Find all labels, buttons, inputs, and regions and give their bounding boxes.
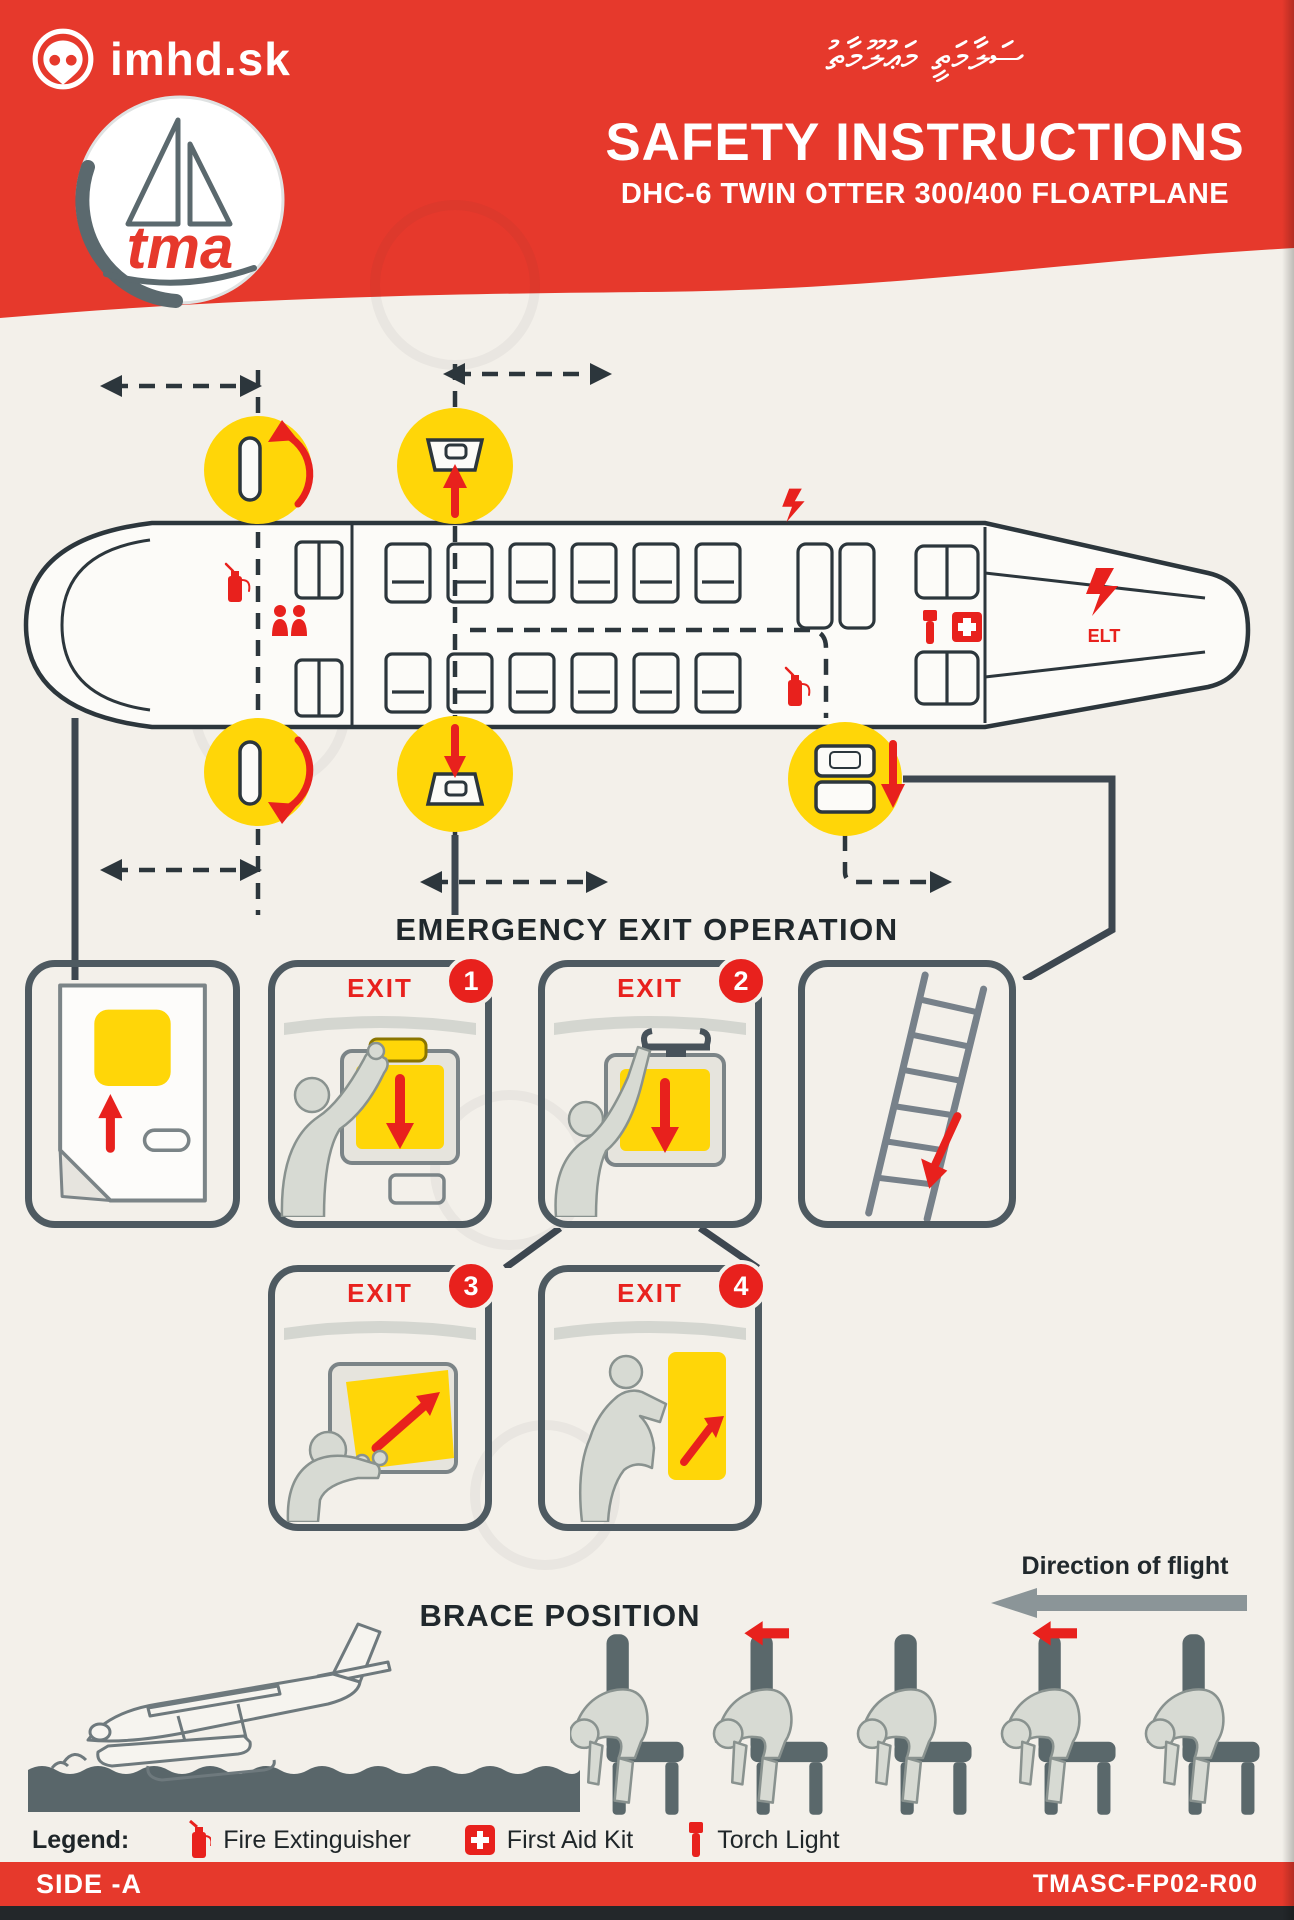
legend-item-fire-extinguisher: Fire Extinguisher [185,1820,411,1860]
panel-exit-step-2: EXIT 2 [538,955,767,1228]
panel-exit-step-1: EXIT 1 [268,955,497,1228]
floatplane-ditching-illustration [28,1622,580,1812]
watermark-brand: imhd.sk [30,26,291,92]
legend-item-first-aid: First Aid Kit [464,1825,633,1855]
exit-label: EXIT [617,973,683,1003]
step-badge-2: 2 [715,955,767,1007]
exit-circle-front-left [204,416,314,524]
direction-of-flight-label: Direction of flight [1021,1552,1229,1580]
safety-subtitle: DHC-6 TWIN OTTER 300/400 FLOATPLANE [620,178,1230,210]
passenger-figure [293,1076,331,1114]
tma-logo-text: tma [127,214,234,281]
row-connector-lines [502,1228,760,1268]
fire-extinguisher-icon [784,666,811,706]
panel-exit-step-4: EXIT 4 [538,1260,767,1531]
exit-door [668,1352,726,1480]
legend-label: Legend: [32,1825,130,1854]
legend: Legend: Fire Extinguisher First Aid Kit [32,1820,868,1860]
brace-position-illustration [570,1621,1261,1817]
footer-band: SIDE -A TMASC-FP02-R00 [0,1862,1294,1906]
exit-circle-rear-mid-bottom [397,716,513,832]
exit-circle-rear-left [204,718,314,826]
brace-title: BRACE POSITION [419,1598,701,1633]
sail-icon [187,141,233,227]
direction-arrow-icon [991,1588,1247,1618]
ladder-illustration [865,971,988,1221]
elt-label: ELT [1088,626,1121,646]
passenger-figure [608,1354,644,1390]
thaana-title: ސަލާމަތީ މަޢުލޫމާތު [825,34,1025,80]
brace-direction-arrow [1032,1621,1078,1646]
exit-circle-front-mid-top [397,408,513,524]
panel-ladder [798,960,1016,1228]
handle-slot [142,1128,191,1153]
exit-label: EXIT [617,1278,683,1308]
panel-connector-lines [71,718,1116,980]
crew-seat-icons [272,605,307,636]
exit-circle-rear-door [788,722,905,836]
ghost-watermark [470,1420,620,1570]
aircraft-diagram: ELT [23,363,1251,980]
exit-label: EXIT [347,1278,413,1308]
step-badge-4: 4 [715,1260,767,1312]
logo-swoosh [75,160,183,308]
brace-direction-arrow [744,1621,790,1646]
tma-logo: tma [72,92,288,308]
torch-icon [689,1822,704,1857]
footer-code-label: TMASC-FP02-R00 [1032,1869,1258,1898]
panel-placard [25,960,240,1228]
torch-icon [923,610,937,644]
watermark-brand-text: imhd.sk [110,33,291,85]
exit-marker-sticker [94,1009,171,1086]
first-aid-icon [952,612,982,642]
fire-extinguisher-icon [189,1820,212,1858]
panel-exit-step-3: EXIT 3 [268,1260,497,1531]
passenger-figure [567,1100,605,1138]
safety-title: SAFETY INSTRUCTIONS [605,113,1245,172]
elt-icon: ELT [782,488,1121,646]
first-aid-icon [464,1825,495,1855]
emergency-exit-title: EMERGENCY EXIT OPERATION [395,912,899,947]
sail-icon [125,117,181,227]
header-band [0,0,1294,318]
legend-item-torch: Torch Light [687,1822,840,1858]
peeled-corner [58,1148,112,1203]
exit-label: EXIT [347,973,413,1003]
water [28,1766,580,1812]
step-badge-3: 3 [445,1260,497,1312]
card-right-edge [1282,0,1294,1920]
seat-map [294,540,980,718]
imhd-pin-glasses-icon [32,28,94,90]
footer-side-label: SIDE -A [36,1868,143,1899]
fire-extinguisher-icon [224,562,251,602]
fuselage-outline [23,520,1251,730]
step-badge-1: 1 [445,955,497,1007]
floatplane-sketch [50,1622,392,1782]
card-bottom-edge [0,1906,1294,1920]
